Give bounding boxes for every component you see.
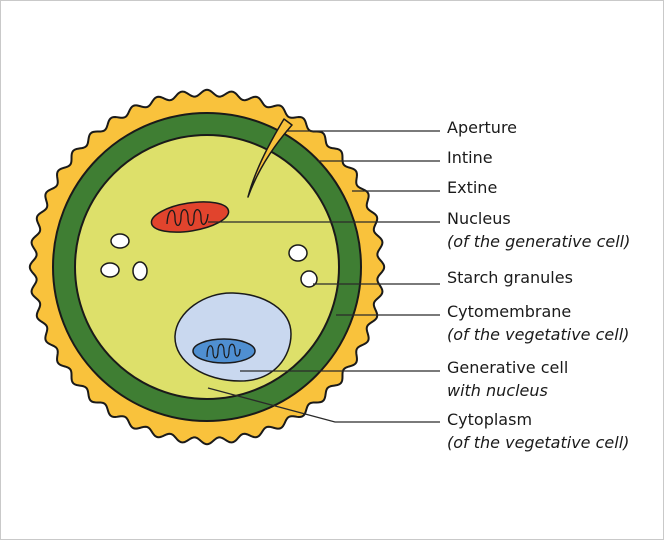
nucleus-chromatin	[166, 208, 209, 227]
label-cytomembrane-sub: (of the vegetative cell)	[447, 325, 630, 344]
aperture-channel	[247, 118, 293, 198]
leader-cytoplasm	[207, 387, 440, 423]
generative-chromatin	[206, 343, 241, 359]
label-cytoplasm-sub: (of the vegetative cell)	[447, 433, 630, 452]
label-aperture: Aperture	[447, 118, 518, 137]
generative-cell	[174, 292, 292, 382]
starch-granule	[100, 262, 120, 278]
label-cytoplasm: Cytoplasm	[447, 410, 533, 429]
starch-granule	[132, 261, 148, 281]
nucleus-shape	[150, 201, 230, 233]
label-generative-cell: Generative cell	[447, 358, 569, 377]
label-generative-sub: with nucleus	[447, 381, 548, 400]
label-nucleus-sub: (of the generative cell)	[447, 232, 631, 251]
starch-granule	[300, 270, 318, 288]
label-cytomembrane: Cytomembrane	[447, 302, 572, 321]
leader-lines	[207, 130, 440, 423]
starch-granule	[288, 244, 308, 262]
label-nucleus: Nucleus	[447, 209, 511, 228]
label-intine: Intine	[447, 148, 493, 167]
label-starch-granules: Starch granules	[447, 268, 573, 287]
label-extine: Extine	[447, 178, 498, 197]
starch-granule	[110, 233, 130, 249]
